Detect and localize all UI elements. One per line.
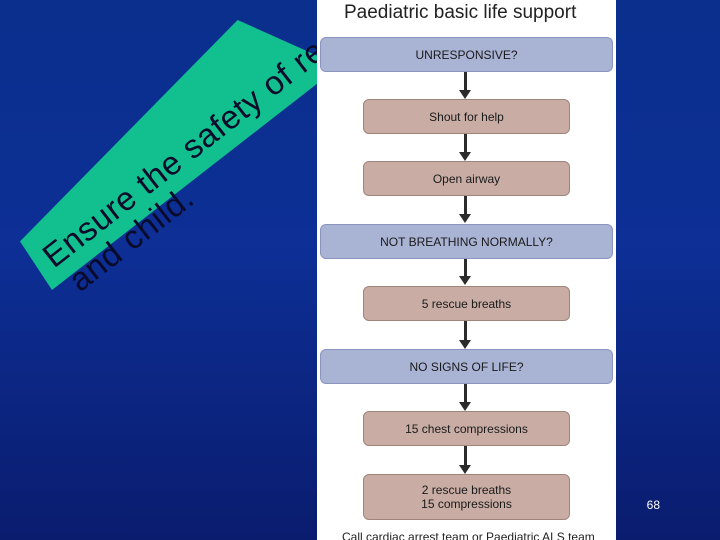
step-label: NO SIGNS OF LIFE?: [409, 359, 524, 374]
arrow-connector: [464, 134, 467, 152]
arrow-down-icon: [459, 465, 471, 474]
flowchart-footer: Call cardiac arrest team or Paediatric A…: [342, 530, 595, 540]
flowchart-panel: Paediatric basic life support UNRESPONSI…: [317, 0, 616, 540]
step-label: 15 chest compressions: [405, 421, 528, 436]
arrow-down-icon: [459, 340, 471, 349]
step-label: Shout for help: [429, 109, 504, 124]
arrow-connector: [464, 196, 467, 214]
banner-text: Ensure the safety of rescuer and child.: [20, 0, 398, 298]
page-number: 68: [646, 498, 660, 512]
step-not-breathing: NOT BREATHING NORMALLY?: [320, 224, 613, 259]
step-label-line-2: 15 compressions: [421, 497, 512, 511]
arrow-down-icon: [459, 90, 471, 99]
step-chest-compressions: 15 chest compressions: [363, 411, 570, 446]
arrow-connector: [464, 384, 467, 402]
step-no-signs-of-life: NO SIGNS OF LIFE?: [320, 349, 613, 384]
step-unresponsive: UNRESPONSIVE?: [320, 37, 613, 72]
arrow-down-icon: [459, 152, 471, 161]
arrow-connector: [464, 321, 467, 340]
step-label: UNRESPONSIVE?: [415, 47, 518, 62]
step-rescue-breaths: 5 rescue breaths: [363, 286, 570, 321]
arrow-connector: [464, 72, 467, 90]
step-label: 5 rescue breaths: [421, 296, 512, 311]
flowchart-title: Paediatric basic life support: [344, 2, 577, 23]
step-label: Open airway: [432, 171, 501, 186]
step-label: NOT BREATHING NORMALLY?: [380, 234, 553, 249]
step-open-airway: Open airway: [363, 161, 570, 196]
arrow-down-icon: [459, 402, 471, 411]
arrow-connector: [464, 446, 467, 465]
step-shout-for-help: Shout for help: [363, 99, 570, 134]
arrow-down-icon: [459, 276, 471, 285]
arrow-connector: [464, 259, 467, 276]
step-breaths-compressions-cycle: 2 rescue breaths 15 compressions: [363, 474, 570, 520]
arrow-down-icon: [459, 214, 471, 223]
step-label: 2 rescue breaths: [421, 483, 512, 497]
